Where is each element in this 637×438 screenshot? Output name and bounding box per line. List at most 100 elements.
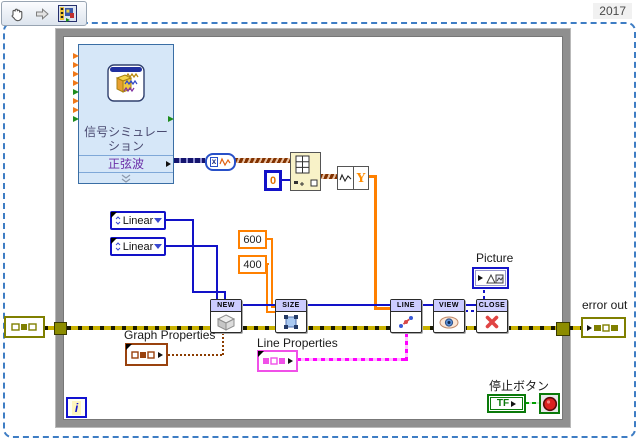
chevron-double-down-icon (121, 174, 131, 183)
signal-simulation-icon (107, 63, 145, 107)
dynamic-data-wire (174, 158, 205, 163)
sine-output-terminal[interactable]: 正弦波 (79, 155, 173, 172)
picture-ref-wire (422, 304, 433, 306)
waveform-glyph-icon (219, 157, 231, 167)
index-constant[interactable]: 0 (264, 170, 282, 191)
corner-glyph (111, 238, 117, 244)
y-data-wire (368, 175, 377, 178)
line-properties-cluster[interactable] (257, 350, 298, 372)
hand-tool-icon[interactable] (6, 4, 28, 24)
get-waveform-y-node[interactable]: Y (337, 166, 369, 190)
resize-square-icon (276, 312, 306, 332)
graph-properties-wire (222, 333, 224, 356)
picture-new-vi[interactable]: NEW (210, 299, 242, 333)
terminal-arrow-icon (511, 400, 517, 407)
error-out-label: error out (582, 298, 628, 312)
picture-glyph-icon (485, 273, 503, 283)
corner-glyph (258, 351, 264, 357)
output-terminal-arrow-icon (168, 116, 174, 122)
eye-icon (434, 312, 464, 332)
input-terminal-arrow-icon (73, 89, 79, 95)
error-wire (569, 326, 581, 330)
picture-label: Picture (476, 251, 514, 265)
corner-glyph (111, 212, 117, 218)
dropdown-arrow-icon[interactable] (154, 244, 162, 249)
waveform-wire (320, 174, 337, 179)
input-terminal-arrow-icon (73, 53, 79, 59)
mapping-wire (216, 245, 218, 300)
stop-circle-icon (542, 396, 557, 411)
line-properties-wire (405, 333, 408, 361)
scroll-arrow-tool-icon[interactable] (31, 4, 53, 24)
ring-glyph-icon (115, 242, 121, 251)
error-wire (44, 326, 56, 330)
ring-glyph-icon (115, 216, 121, 225)
input-terminal-arrow-icon (73, 116, 79, 122)
mapping-wire (166, 245, 218, 247)
graph-properties-label: Graph Properties (124, 328, 216, 342)
line-properties-wire (297, 358, 408, 361)
terminal-arrow-icon (477, 275, 483, 281)
x-glyph: x (209, 157, 219, 167)
width-constant[interactable]: 600 (238, 230, 267, 249)
vi-snippet-icon[interactable] (56, 4, 78, 24)
input-terminal-arrow-icon (73, 107, 79, 113)
width-wire (271, 238, 273, 308)
convert-dynamic-data-node[interactable]: x (205, 153, 236, 171)
index-wire (281, 179, 290, 181)
mapping-wire (166, 219, 194, 221)
cube-icon (211, 312, 241, 332)
cluster-glyph-icon (263, 357, 285, 365)
height-wire (266, 263, 268, 312)
height-constant[interactable]: 400 (238, 255, 267, 274)
cluster-glyph-icon (130, 350, 155, 359)
while-loop-border (56, 29, 570, 427)
picture-view-vi[interactable]: VIEW (433, 299, 465, 333)
error-in-terminal[interactable] (4, 316, 45, 338)
express-vi-title: 信号シミュレーション (84, 125, 168, 153)
index-array-icon (294, 155, 318, 187)
graph-properties-cluster[interactable] (125, 343, 168, 366)
labview-version-label: 2017 (593, 3, 632, 19)
width-wire (271, 306, 278, 308)
loop-iteration-terminal[interactable]: i (66, 397, 87, 418)
plot-line-icon (391, 312, 421, 332)
stop-wire (525, 402, 540, 404)
output-arrow-icon (166, 161, 171, 167)
waveform-cell (338, 167, 354, 189)
input-terminal-arrow-icon (73, 71, 79, 77)
error-cluster-glyph-icon (11, 323, 37, 331)
corner-glyph (126, 344, 132, 350)
height-wire (266, 311, 278, 313)
picture-close-vi[interactable]: CLOSE (476, 299, 508, 333)
y-data-wire (374, 307, 391, 310)
picture-line-vi[interactable]: LINE (390, 299, 422, 333)
stop-boolean-terminal[interactable]: TF (487, 394, 526, 413)
error-tunnel-left (54, 322, 67, 335)
dropdown-arrow-icon[interactable] (154, 218, 162, 223)
width-wire (266, 238, 273, 240)
expand-chevron[interactable] (79, 172, 173, 184)
mapping-ring-y[interactable]: Linear (110, 237, 166, 256)
close-x-icon (477, 312, 507, 332)
input-terminal-arrow-icon (73, 98, 79, 104)
terminal-arrow-icon (157, 351, 163, 358)
index-array-node[interactable] (290, 152, 321, 191)
signal-simulation-express-vi[interactable]: 信号シミュレーション 正弦波 (78, 44, 174, 184)
error-cluster-glyph-icon (594, 323, 618, 332)
waveform-glyph-icon (339, 173, 352, 183)
error-out-terminal[interactable] (581, 317, 626, 338)
picture-indicator-terminal[interactable] (472, 267, 509, 289)
picture-out-wire (465, 310, 485, 312)
error-wire (67, 326, 557, 330)
mapping-ring-x[interactable]: Linear (110, 211, 166, 230)
input-terminal-arrow-icon (73, 80, 79, 86)
waveform-wire (235, 158, 290, 163)
loop-condition-stop-button[interactable] (539, 393, 560, 414)
error-tunnel-right (556, 322, 570, 336)
y-component-cell: Y (356, 171, 366, 185)
picture-ref-wire (242, 304, 275, 306)
input-terminal-arrow-icon (73, 62, 79, 68)
picture-size-vi[interactable]: SIZE (275, 299, 307, 333)
